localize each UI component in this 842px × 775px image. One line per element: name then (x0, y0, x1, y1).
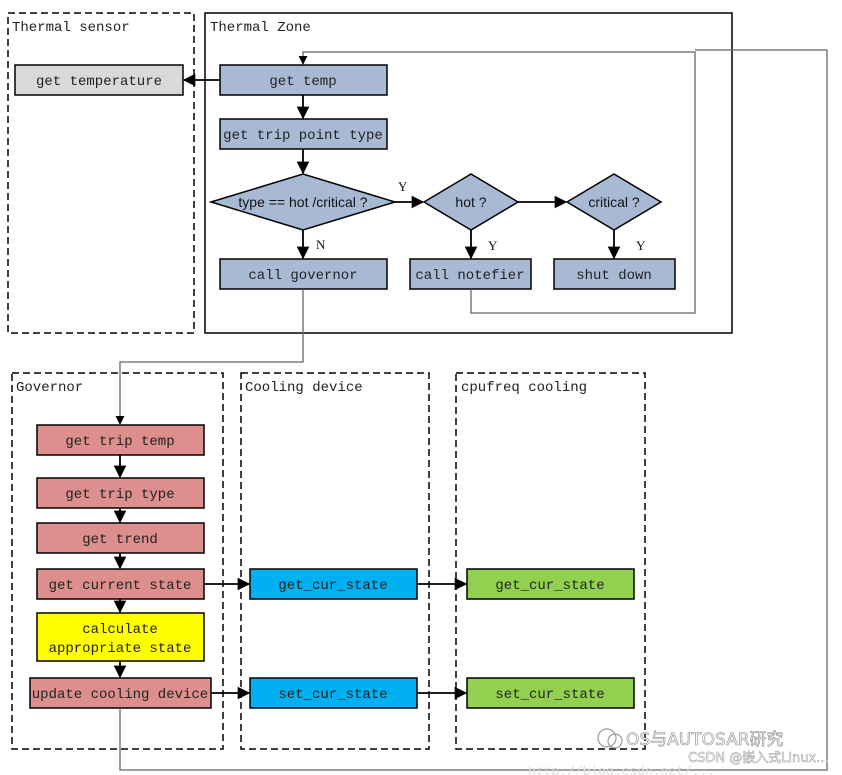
cd-get-cur-state-box (249, 568, 418, 600)
get-trend-box (36, 522, 205, 554)
governor-title: Governor (16, 380, 83, 396)
call-notifier-label: call notefier (415, 268, 524, 284)
hot-decision-label: hot ? (455, 194, 486, 210)
connector-notifier-loop-back (298, 51, 696, 314)
wechat-logo-icon (597, 728, 623, 749)
get-current-state-label: get current state (49, 578, 192, 594)
call-governor-label: call governor (248, 268, 357, 284)
get-trip-temp-box (36, 424, 205, 456)
cooling-device-container (240, 372, 430, 750)
thermal-zone-container (204, 12, 733, 334)
get-current-state-box (36, 568, 205, 600)
get-trip-point-type-box (219, 118, 388, 150)
critical-decision-label: critical ? (588, 194, 640, 210)
type-yes-label: Y (398, 179, 408, 194)
cooling-device-title: Cooling device (245, 380, 363, 396)
watermark-csdn: CSDN @嵌入式Linux... (688, 751, 829, 766)
cd-get-cur-state-label: get_cur_state (278, 578, 387, 594)
type-decision-label: type == hot /critical ? (238, 194, 367, 210)
cf-get-cur-state-label: get_cur_state (495, 578, 604, 594)
type-no-label: N (316, 237, 326, 252)
connector-governor-to-trip-temp (115, 289, 304, 425)
get-temp-label: get temp (269, 74, 336, 90)
get-trend-label: get trend (82, 532, 158, 548)
cd-set-cur-state-label: set_cur_state (278, 687, 387, 703)
cf-set-cur-state-box (466, 677, 635, 709)
cd-set-cur-state-box (249, 677, 418, 709)
get-trip-type-label: get trip type (65, 487, 174, 503)
connector-update-loop-back (119, 49, 828, 771)
thermal-sensor-container (7, 12, 195, 334)
get-temperature-box (14, 64, 184, 96)
shut-down-label: shut down (576, 268, 652, 284)
get-trip-point-type-label: get trip point type (223, 128, 383, 144)
watermark-url: http://blog.csdn.net/... (528, 764, 715, 775)
hot-yes-label: Y (488, 238, 498, 253)
thermal-zone-title: Thermal Zone (210, 20, 311, 36)
get-temperature-label: get temperature (36, 74, 162, 90)
thermal-sensor-title: Thermal sensor (12, 20, 130, 36)
cf-get-cur-state-box (466, 568, 635, 600)
cpufreq-cooling-container (455, 372, 646, 750)
governor-container (11, 372, 224, 750)
update-cooling-device-label: update cooling device (32, 687, 208, 703)
critical-yes-label: Y (636, 238, 646, 253)
critical-decision-diamond (565, 173, 663, 231)
cpufreq-cooling-title: cpufreq cooling (461, 380, 587, 396)
get-trip-temp-label: get trip temp (65, 434, 174, 450)
calculate-state-line1: calculate (82, 622, 158, 638)
watermark-brand: OS与AUTOSAR研究 (626, 730, 784, 750)
cf-set-cur-state-label: set_cur_state (495, 687, 604, 703)
calculate-state-line2: appropriate state (49, 641, 192, 657)
